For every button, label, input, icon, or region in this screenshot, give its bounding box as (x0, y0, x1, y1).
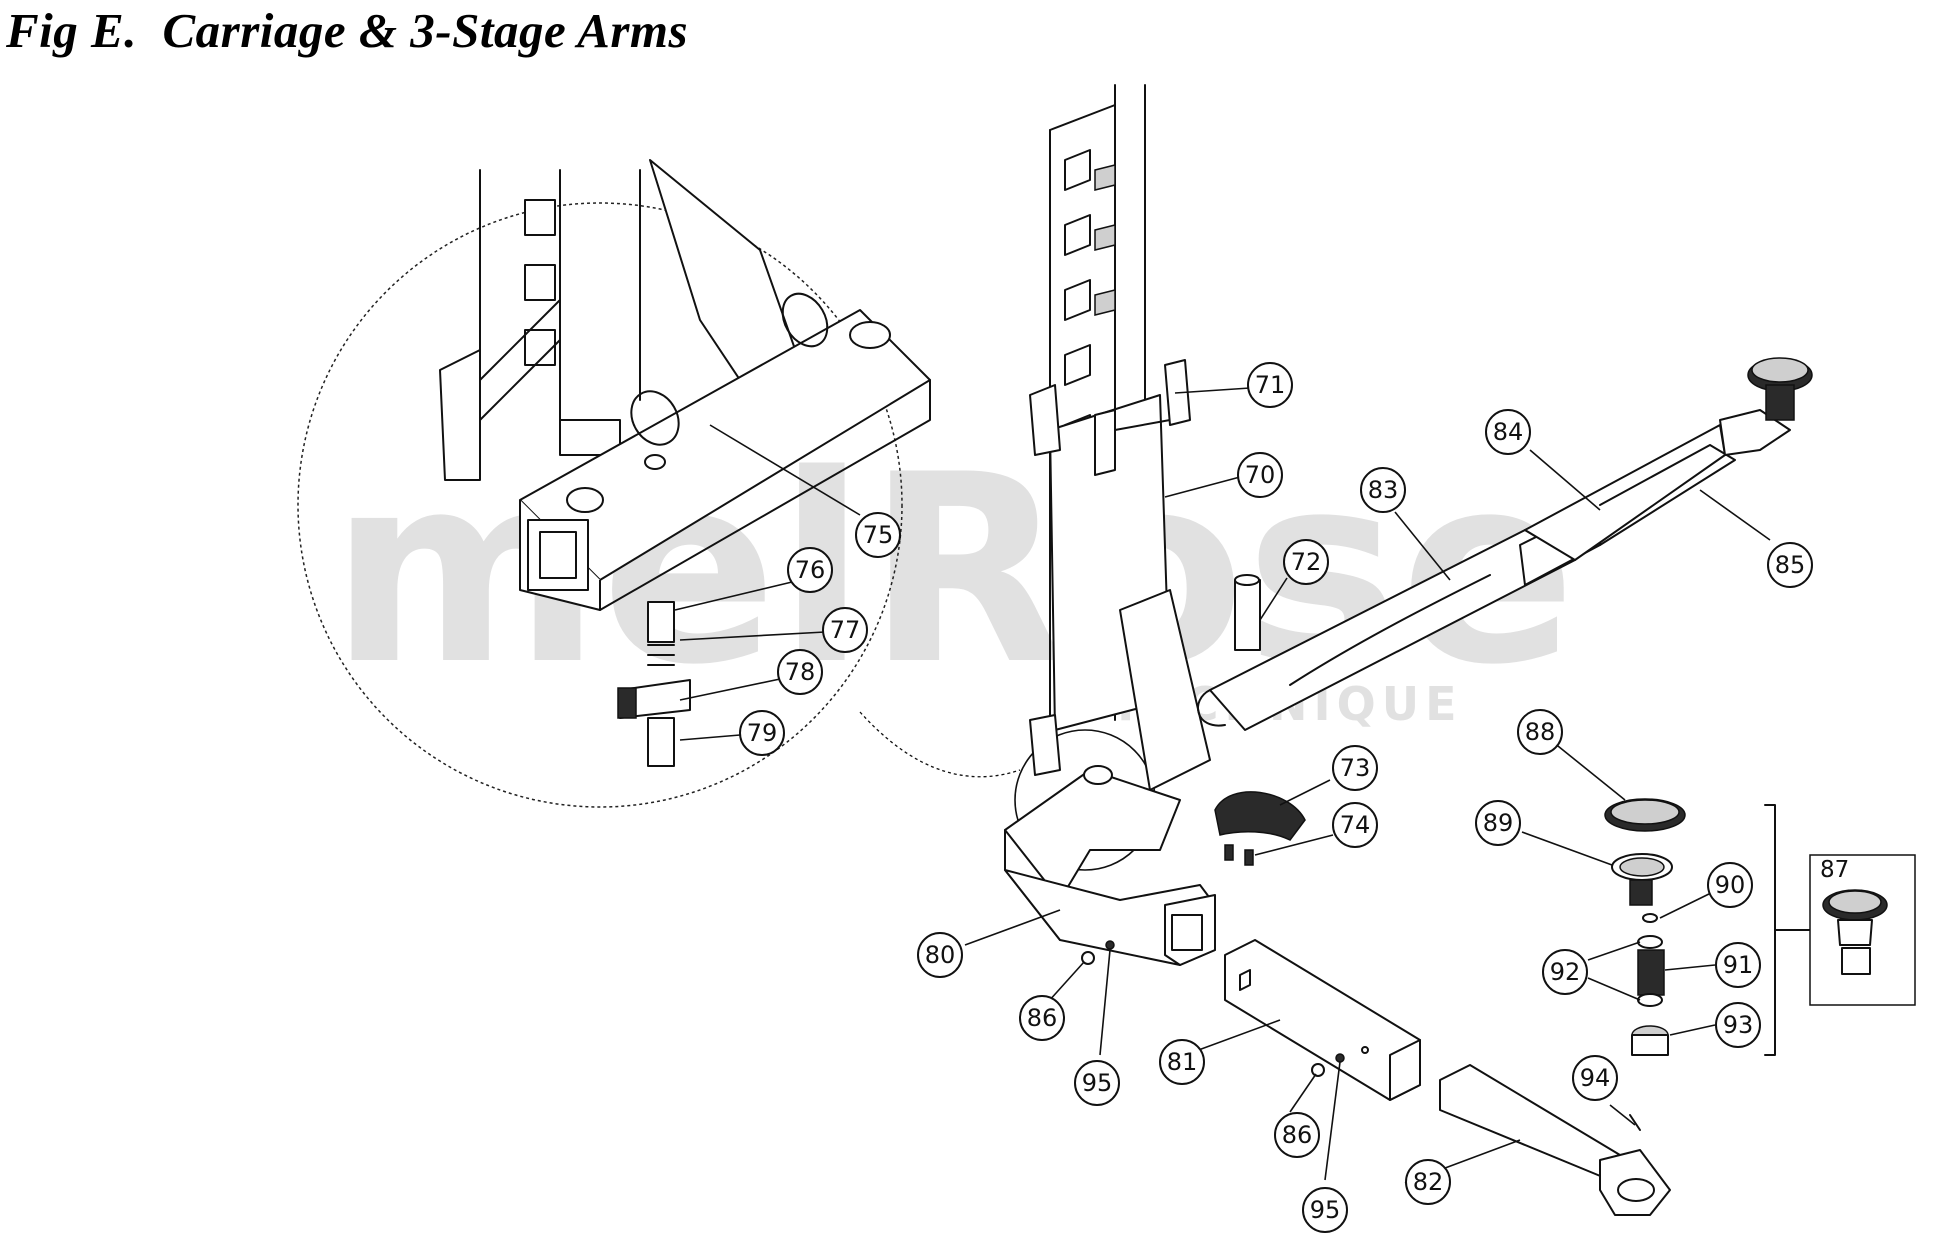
callout-86: 86 (1274, 1112, 1320, 1158)
callout-88: 88 (1517, 709, 1563, 755)
fasteners (1081, 940, 1641, 1131)
leader-lines (674, 387, 1771, 1184)
detail-circle (297, 202, 903, 808)
detail-view (297, 159, 1156, 871)
callout-label: 73 (1340, 754, 1371, 782)
callout-label: 79 (747, 719, 778, 747)
callout-83: 83 (1360, 467, 1406, 513)
callout-85: 85 (1767, 542, 1813, 588)
callout-74: 74 (1332, 802, 1378, 848)
callout-82: 82 (1405, 1159, 1451, 1205)
callout-89: 89 (1475, 800, 1521, 846)
callout-70: 70 (1237, 452, 1283, 498)
callout-81: 81 (1159, 1039, 1205, 1085)
callout-label: 86 (1027, 1004, 1058, 1032)
callout-78: 78 (777, 649, 823, 695)
callout-94: 94 (1572, 1055, 1618, 1101)
callout-label: 90 (1715, 871, 1746, 899)
watermark: melRose TECHNIQUE (330, 420, 1576, 731)
arm-83-84-85 (1197, 357, 1813, 731)
callout-76: 76 (787, 547, 833, 593)
callout-95: 95 (1302, 1187, 1348, 1233)
callout-86: 86 (1019, 995, 1065, 1041)
arm-81 (1224, 939, 1421, 1101)
callout-label: 82 (1413, 1168, 1444, 1196)
callout-93: 93 (1715, 1002, 1761, 1048)
callout-92: 92 (1542, 949, 1588, 995)
callout-80: 80 (917, 932, 963, 978)
callout-label: 71 (1255, 371, 1286, 399)
kit-87-box: 87 (1809, 854, 1916, 1006)
column-assembly (1004, 84, 1211, 941)
callout-label: 72 (1291, 548, 1322, 576)
callout-73: 73 (1332, 745, 1378, 791)
callout-label: 86 (1282, 1121, 1313, 1149)
callout-label: 91 (1723, 951, 1754, 979)
callout-label: 92 (1550, 958, 1581, 986)
callout-95: 95 (1074, 1060, 1120, 1106)
detail-connector (859, 711, 1021, 778)
callout-71: 71 (1247, 362, 1293, 408)
callout-label: 88 (1525, 718, 1556, 746)
callout-label: 74 (1340, 811, 1371, 839)
arm-82 (1439, 1064, 1671, 1216)
callout-label: 89 (1483, 809, 1514, 837)
callout-label: 80 (925, 941, 956, 969)
callout-79: 79 (739, 710, 785, 756)
callout-label: 83 (1368, 476, 1399, 504)
callout-label: 85 (1775, 551, 1806, 579)
callout-label: 78 (785, 658, 816, 686)
kit-label: 87 (1820, 857, 1849, 883)
callout-label: 77 (830, 616, 861, 644)
callout-label: 84 (1493, 418, 1524, 446)
callout-label: 93 (1723, 1011, 1754, 1039)
callout-label: 75 (863, 521, 894, 549)
callout-label: 94 (1580, 1064, 1611, 1092)
callout-72: 72 (1283, 539, 1329, 585)
callout-90: 90 (1707, 862, 1753, 908)
callout-label: 70 (1245, 461, 1276, 489)
callout-label: 95 (1082, 1069, 1113, 1097)
callout-91: 91 (1715, 942, 1761, 988)
callout-84: 84 (1485, 409, 1531, 455)
callout-label: 81 (1167, 1048, 1198, 1076)
callout-75: 75 (855, 512, 901, 558)
callout-label: 95 (1310, 1196, 1341, 1224)
callout-label: 76 (795, 556, 826, 584)
pad-assembly (1604, 798, 1811, 1056)
figure-title: Fig E. Carriage & 3-Stage Arms (6, 3, 689, 58)
callout-77: 77 (822, 607, 868, 653)
arm-80 (1004, 869, 1216, 966)
